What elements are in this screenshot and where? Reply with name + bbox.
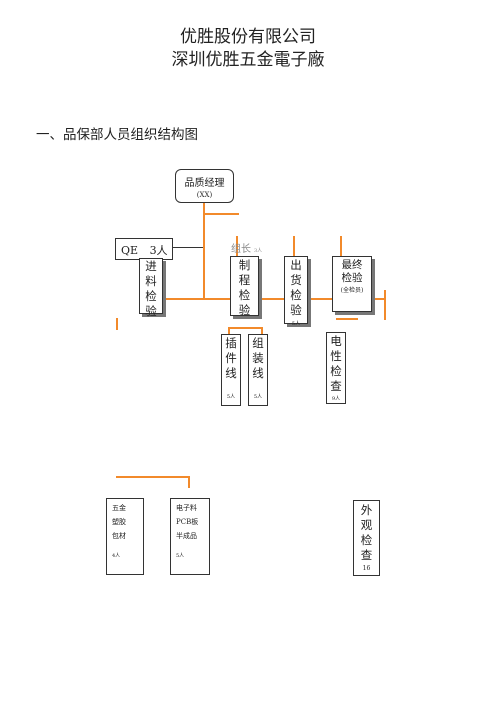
company-name: 优胜股份有限公司: [180, 27, 316, 47]
assembly-line-box: 组 装 线 5人: [248, 334, 268, 406]
qe-box: QE 3人: [115, 238, 173, 260]
hardware-materials-box: 五金 塑胶 包材 4人: [106, 498, 144, 575]
electrical-check-box: 电 性 检 查 9人: [326, 332, 346, 404]
manager-title: 品质经理: [184, 178, 225, 189]
incoming-inspection-box: 进 料 检 验: [139, 258, 163, 318]
insert-line-box: 插 件 线 5人: [221, 334, 241, 406]
appearance-check-box: 外 观 检 查 16: [353, 500, 380, 576]
qe-connector: [173, 247, 203, 248]
factory-name: 深圳优胜五金電子廠: [171, 50, 325, 70]
manager-name: (XX): [196, 191, 213, 199]
process-inspection-box: 制 程 检 验: [230, 256, 259, 317]
quality-manager-box: 品质经理 (XX): [175, 169, 234, 203]
electronic-materials-box: 电子料 PCB板 半成品 5人: [170, 498, 210, 575]
section-title: 一、品保部人员组织结构图: [36, 127, 198, 143]
shipping-inspection-box: 出 货 检 验 5人: [284, 256, 308, 327]
final-inspection-box: 最终 检验 (全检员): [332, 256, 372, 312]
qe-count: 3人: [149, 244, 168, 257]
qe-label: QE: [121, 244, 139, 257]
